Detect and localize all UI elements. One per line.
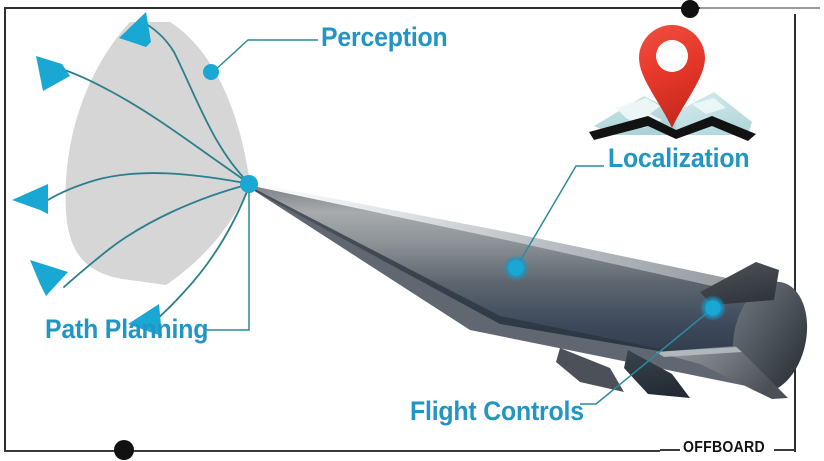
corner-dot-icon: [114, 0, 699, 460]
leader-flight-controls: [580, 307, 714, 405]
callout-dot-icon: [203, 64, 726, 321]
label-perception: Perception: [321, 22, 448, 52]
frame-border: [4, 7, 820, 452]
offboard-watermark: OFFBOARD: [683, 439, 765, 456]
missile-icon: [253, 183, 808, 399]
folded-map-icon: [589, 92, 756, 141]
path-arrowhead-icon: [12, 12, 162, 336]
map-pin-icon: [639, 25, 705, 128]
callout-leader-lines: [205, 39, 714, 405]
leader-path-planning: [205, 186, 250, 331]
leader-perception: [212, 39, 318, 73]
label-flight-controls: Flight Controls: [410, 396, 584, 426]
leader-localization: [515, 165, 604, 269]
sensor-cone-icon: [65, 22, 250, 285]
label-localization: Localization: [608, 143, 750, 173]
label-path-planning: Path Planning: [45, 314, 209, 344]
